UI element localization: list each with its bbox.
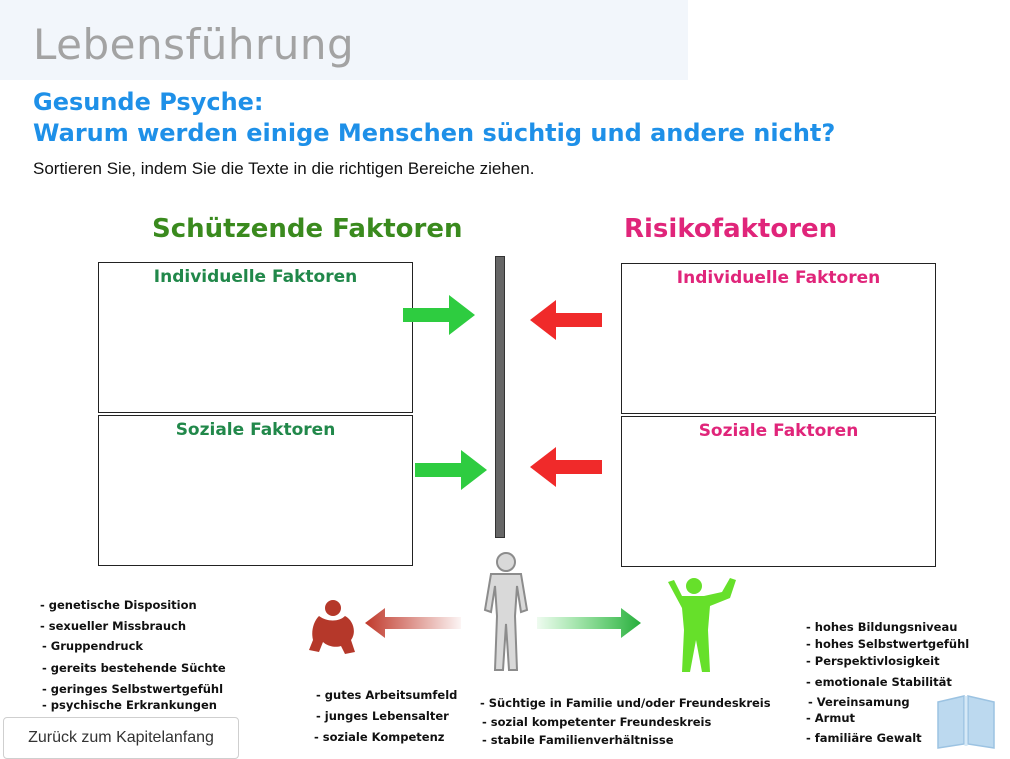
dropzone-risk-individual[interactable]: Individuelle Faktoren [621, 263, 936, 414]
drag-item[interactable]: - Vereinsamung [808, 695, 910, 709]
drag-item[interactable]: - Armut [806, 711, 856, 725]
divider-wall [495, 256, 505, 538]
drag-item[interactable]: - gereits bestehende Süchte [42, 661, 226, 675]
neutral-person-icon [483, 552, 529, 671]
dropzone-label: Individuelle Faktoren [153, 267, 358, 287]
dropzone-label: Individuelle Faktoren [676, 268, 881, 288]
drag-item[interactable]: - sexueller Missbrauch [40, 619, 187, 633]
drag-item[interactable]: - stabile Familienverhältnisse [482, 733, 674, 747]
green-arrow-right-icon [403, 295, 475, 335]
dropzone-protective-individual[interactable]: Individuelle Faktoren [98, 262, 413, 413]
drag-item[interactable]: - Süchtige in Familie und/oder Freundesk… [480, 696, 771, 710]
book-icon[interactable] [934, 690, 998, 750]
drag-item[interactable]: - junges Lebensalter [316, 709, 449, 723]
drag-item[interactable]: - soziale Kompetenz [314, 730, 445, 744]
drag-item[interactable]: - emotionale Stabilität [806, 675, 952, 689]
instruction-text: Sortieren Sie, indem Sie die Texte in di… [33, 159, 535, 178]
drag-item[interactable]: - geringes Selbstwertgefühl [42, 682, 224, 696]
faded-green-arrow-right-icon [537, 608, 641, 638]
dropzone-label: Soziale Faktoren [175, 420, 336, 440]
drag-item[interactable]: - genetische Disposition [40, 598, 197, 612]
drag-item[interactable]: - sozial kompetenter Freundeskreis [482, 715, 712, 729]
subtitle-line-1: Gesunde Psyche: [33, 88, 264, 116]
green-arrow-right-icon [415, 450, 487, 490]
dropzone-protective-social[interactable]: Soziale Faktoren [98, 415, 413, 566]
drag-item[interactable]: - Perspektivlosigkeit [806, 654, 940, 668]
drag-item[interactable]: - Gruppendruck [42, 639, 144, 653]
dropzone-label: Soziale Faktoren [698, 421, 859, 441]
red-arrow-left-icon [530, 447, 602, 487]
red-arrow-left-icon [530, 300, 602, 340]
happy-person-icon [668, 578, 736, 672]
risk-factors-heading: Risikofaktoren [624, 214, 838, 244]
drag-item[interactable]: - hohes Bildungsniveau [806, 620, 958, 634]
drag-item[interactable]: - familiäre Gewalt [806, 731, 922, 745]
drag-item[interactable]: - hohes Selbstwertgefühl [806, 637, 970, 651]
drag-item[interactable]: - gutes Arbeitsumfeld [316, 688, 458, 702]
header-band [0, 0, 688, 80]
drag-item[interactable]: - psychische Erkrankungen [42, 698, 217, 712]
faded-red-arrow-left-icon [365, 608, 461, 638]
sad-person-icon [309, 600, 355, 654]
dropzone-risk-social[interactable]: Soziale Faktoren [621, 416, 936, 567]
back-to-chapter-button[interactable]: Zurück zum Kapitelanfang [3, 717, 239, 759]
page-title: Lebensführung [33, 20, 355, 69]
subtitle-line-2: Warum werden einige Menschen süchtig und… [33, 119, 836, 147]
protective-factors-heading: Schützende Faktoren [152, 214, 463, 244]
